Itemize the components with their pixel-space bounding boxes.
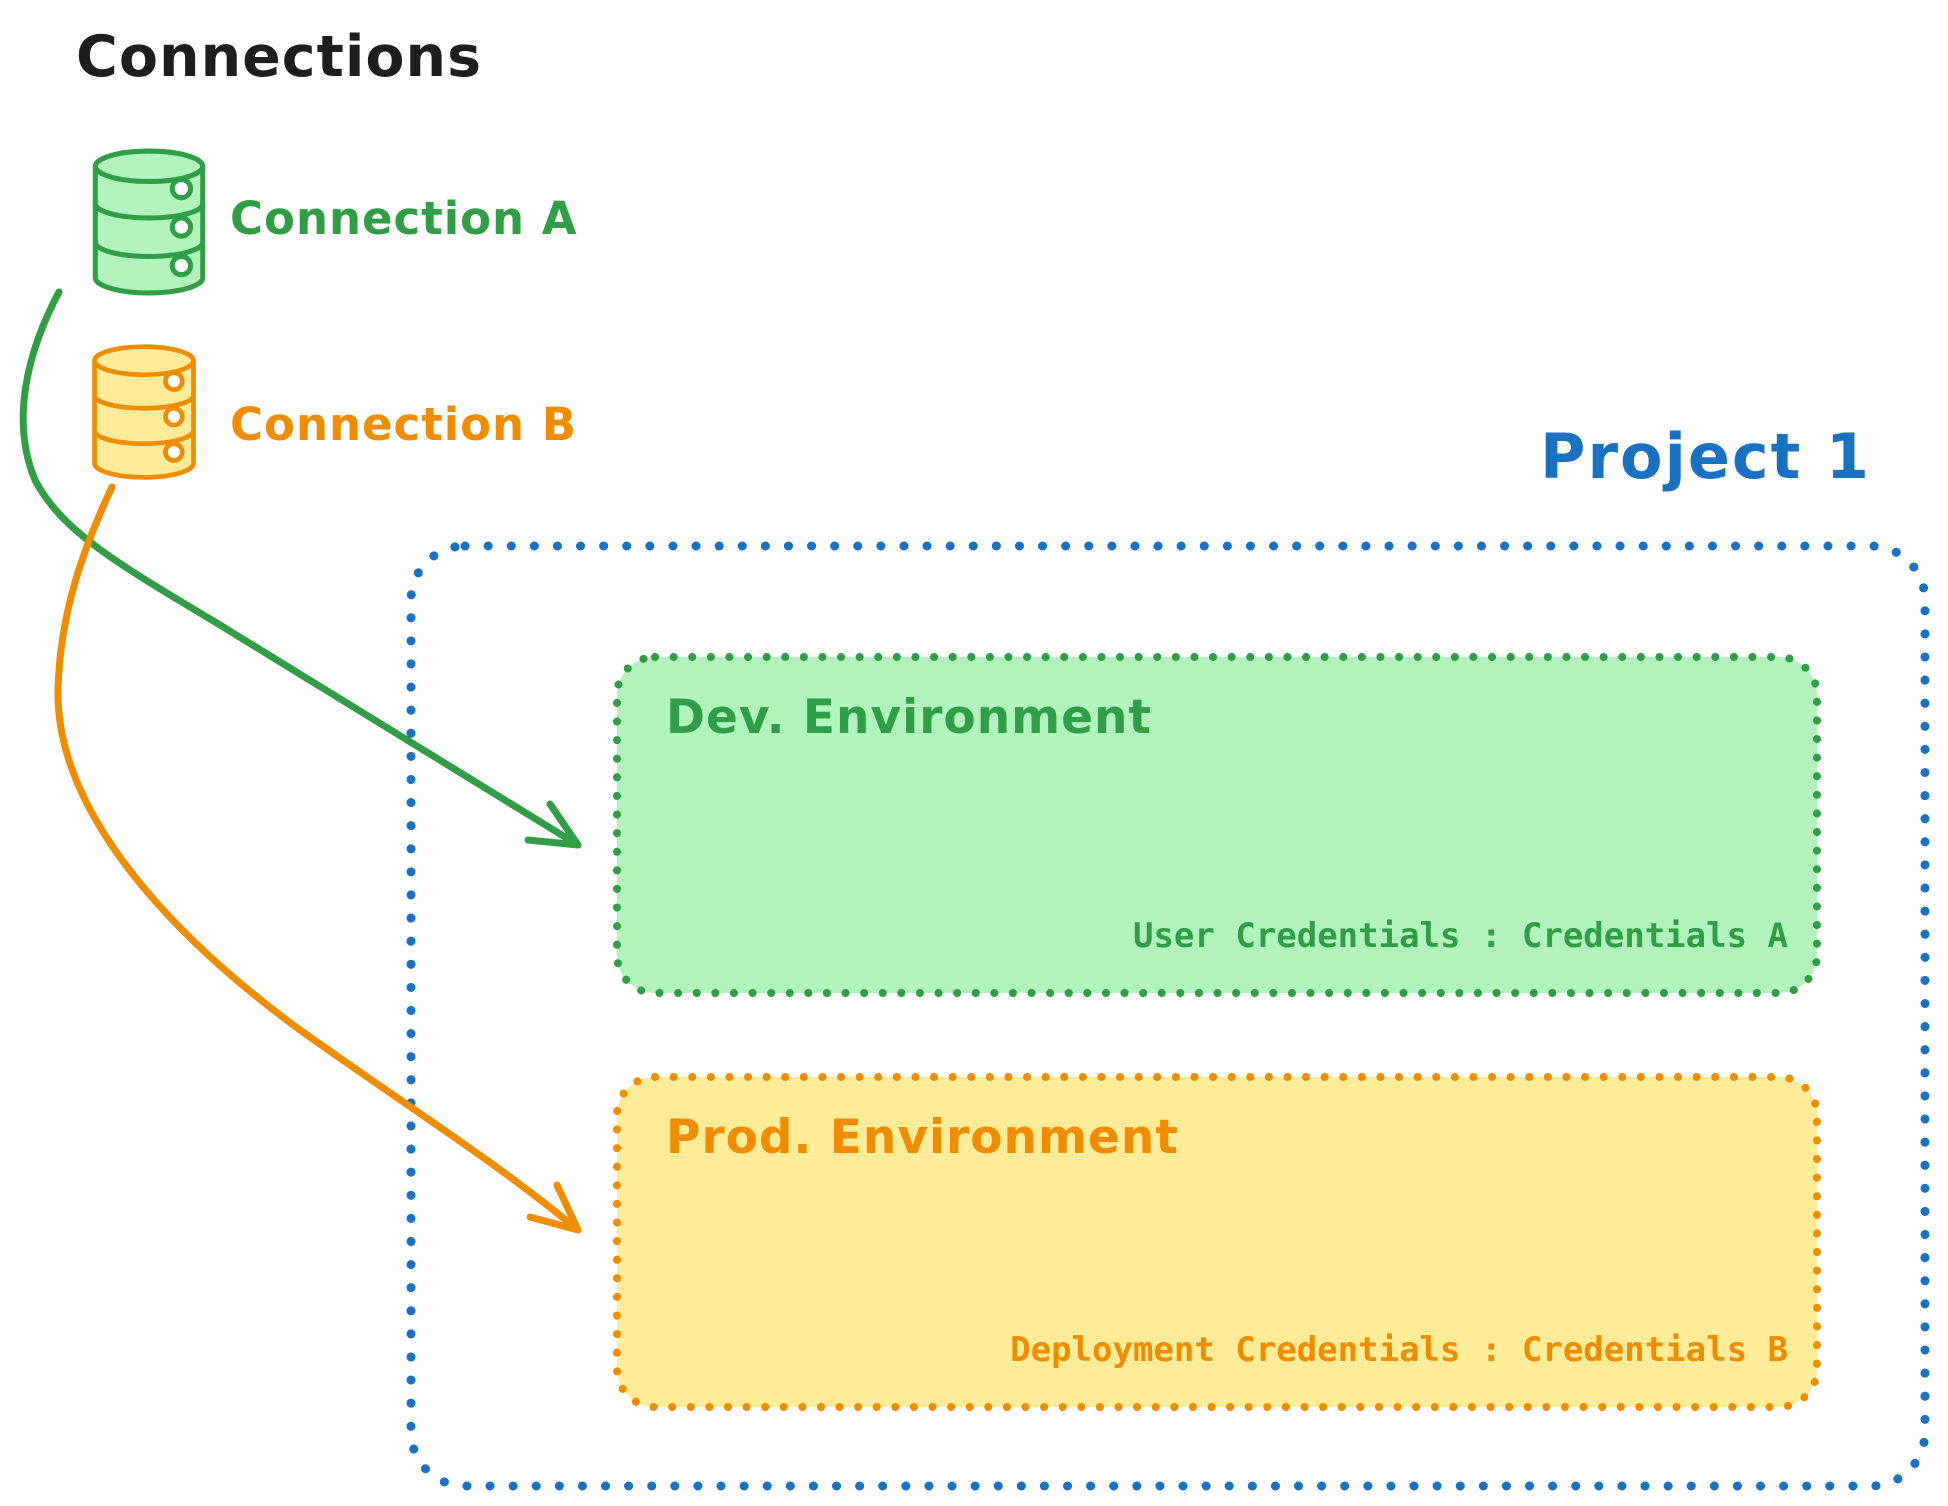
prod-environment-title: Prod. Environment (666, 1110, 1179, 1165)
database-cylinder-icon (92, 344, 196, 480)
database-cylinder-icon (92, 148, 206, 296)
dev-environment-dotted-border (613, 653, 1821, 997)
connection-a-label: Connection A (230, 192, 578, 245)
project-title: Project 1 (1540, 420, 1872, 493)
connection-b-label: Connection B (230, 398, 578, 451)
prod-credentials-text: Deployment Credentials : Credentials B (1010, 1330, 1788, 1370)
dev-environment-box: Dev. Environment User Credentials : Cred… (612, 652, 1822, 998)
prod-environment-box: Prod. Environment Deployment Credentials… (612, 1072, 1822, 1412)
database-icon-connection-b (88, 342, 200, 482)
prod-environment-dotted-border (613, 1073, 1821, 1411)
dev-credentials-text: User Credentials : Credentials A (1132, 916, 1788, 956)
dev-environment-title: Dev. Environment (666, 690, 1152, 745)
page-title: Connections (76, 24, 483, 90)
database-icon-connection-a (88, 146, 210, 298)
